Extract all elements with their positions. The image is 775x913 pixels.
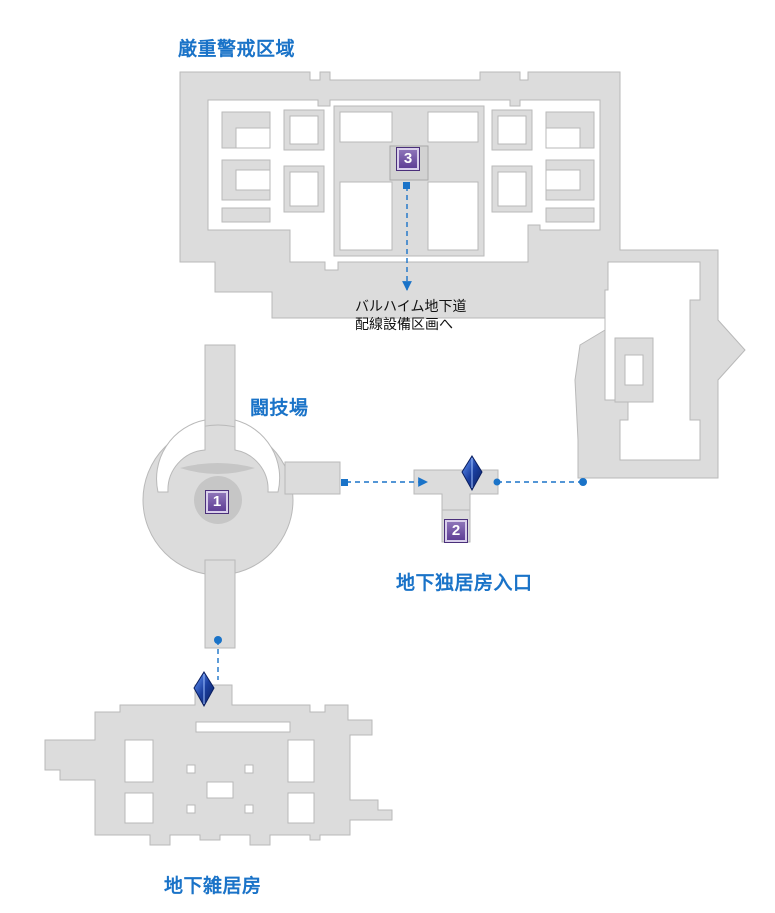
destination-label: バルハイム地下道 配線設備区画へ (355, 298, 466, 334)
destination-line-1: バルハイム地下道 (355, 299, 467, 315)
arena-inner-ring (156, 419, 281, 493)
route-dot-icon (214, 636, 222, 644)
routes (217, 186, 583, 680)
route-dots (214, 182, 587, 644)
destination-line-2: 配線設備区画へ (355, 317, 453, 333)
communal-cells-walls (124, 721, 315, 824)
save-crystal-icon[interactable] (461, 455, 483, 492)
label-high-security: 厳重警戒区域 (178, 38, 296, 60)
marker-3[interactable]: 3 (397, 148, 419, 170)
route-dot-icon (341, 479, 348, 486)
label-communal-cells: 地下雑居房 (164, 875, 262, 897)
marker-2[interactable]: 2 (445, 520, 467, 542)
arena-stage-top (180, 463, 255, 474)
communal-cells-area (44, 684, 393, 846)
save-crystal-icon[interactable] (193, 671, 215, 708)
route-dot-icon (579, 478, 587, 486)
route-dot-icon (493, 478, 501, 486)
label-solitary-entrance: 地下独居房入口 (396, 572, 533, 594)
marker-1[interactable]: 1 (206, 491, 228, 513)
label-arena: 闘技場 (250, 397, 309, 419)
high-security-rooms (221, 105, 654, 403)
route-dot-icon (403, 182, 410, 189)
